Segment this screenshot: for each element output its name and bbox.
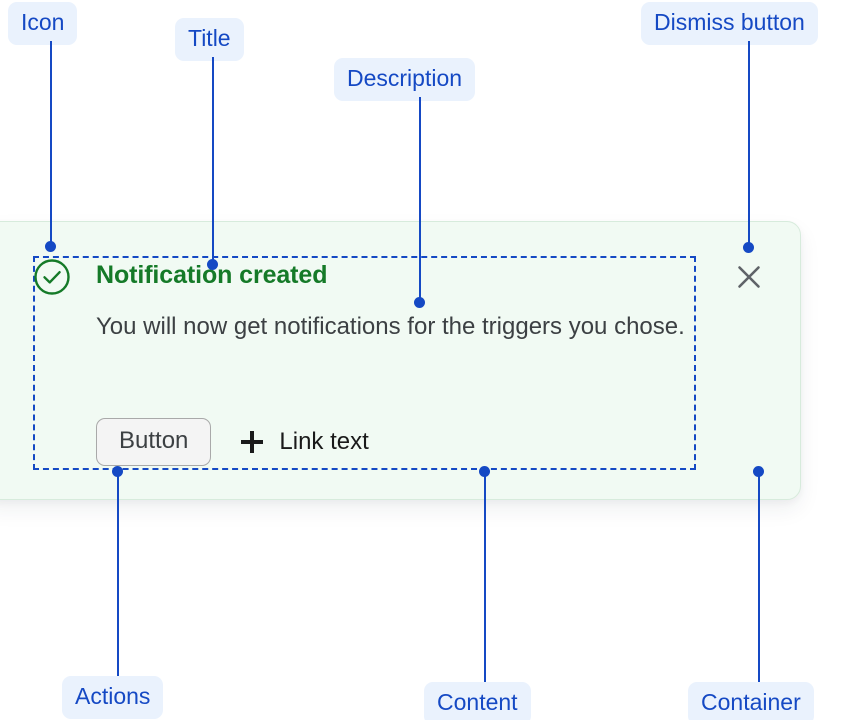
check-circle-icon	[33, 258, 71, 296]
leader-line-title	[212, 57, 214, 264]
annotation-label-content: Content	[424, 682, 531, 720]
leader-dot-description	[414, 297, 425, 308]
leader-line-container	[758, 475, 760, 682]
dismiss-button[interactable]	[731, 259, 767, 295]
annotation-label-icon: Icon	[8, 2, 78, 45]
leader-dot-title	[207, 259, 218, 270]
notification-actions: Button Link text	[96, 418, 369, 466]
leader-line-content	[484, 475, 486, 682]
leader-dot-content	[479, 466, 490, 477]
annotation-label-actions: Actions	[62, 676, 164, 719]
leader-line-actions	[117, 475, 119, 676]
leader-line-icon	[50, 41, 52, 246]
annotation-label-description: Description	[334, 58, 476, 101]
leader-dot-container	[753, 466, 764, 477]
notification-description: You will now get notifications for the t…	[96, 313, 685, 340]
annotation-label-title: Title	[175, 18, 244, 61]
leader-dot-icon	[45, 241, 56, 252]
leader-dot-dismiss	[743, 242, 754, 253]
leader-dot-actions	[112, 466, 123, 477]
plus-icon	[241, 431, 264, 453]
annotation-label-container: Container	[688, 682, 814, 720]
leader-line-description	[419, 97, 421, 302]
primary-action-button[interactable]: Button	[96, 418, 212, 466]
secondary-action-link[interactable]: Link text	[241, 428, 369, 456]
secondary-action-link-label: Link text	[279, 428, 369, 455]
annotation-label-dismiss: Dismiss button	[641, 2, 818, 45]
close-icon	[738, 266, 760, 288]
leader-line-dismiss	[748, 41, 750, 247]
